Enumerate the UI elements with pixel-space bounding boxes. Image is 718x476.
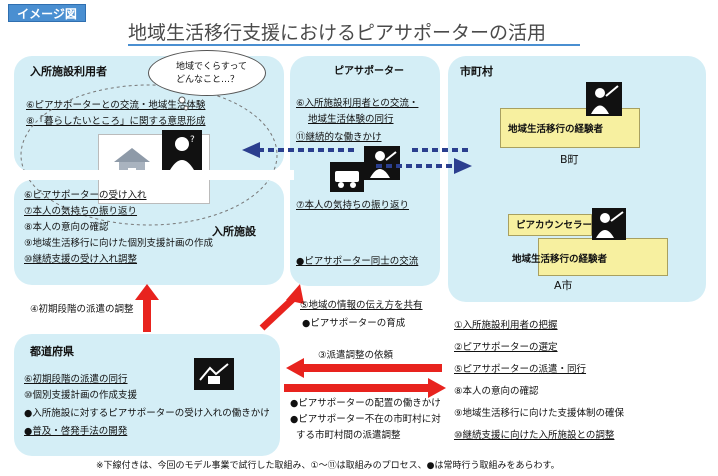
absent-label-2: する市町村間の派遣調整 <box>296 430 401 441</box>
peer-counselor-box <box>508 214 592 236</box>
municipality-item-1: ①入所施設利用者の把握 <box>454 320 558 331</box>
city-a-box-label: 地域生活移行の経験者 <box>512 254 608 265</box>
facility-item-2: ⑦本人の気持ちの振り返り <box>24 206 138 217</box>
peer-item-1: ⑥入所施設利用者との交流・ <box>296 98 419 109</box>
thought-bubble-line-2: どんなこと…？ <box>176 75 240 85</box>
municipality-item-5: ⑨地域生活移行に向けた支援体制の確保 <box>454 408 625 419</box>
peer-item-4: ⑦本人の気持ちの振り返り <box>296 200 410 211</box>
footnote: ※下線付きは、今回のモデル事業で試行した取組み、①～⑪は取組みのプロセス、●は常… <box>96 461 560 471</box>
peer-item-3: ⑪継続的な働きかけ <box>296 132 382 143</box>
prefecture-heading: 都道府県 <box>30 345 74 358</box>
prefecture-bullet-1: ●入所施設に対するピアサポーターの受け入れの働きかけ <box>24 408 270 419</box>
svg-text:?: ? <box>190 135 195 145</box>
placement-label: ●ピアサポーターの配置の働きかけ <box>290 398 441 409</box>
dispatch-request-label: ③派遣調整の依頼 <box>318 350 394 361</box>
speaker-icon <box>364 146 400 180</box>
prefecture-panel <box>14 334 280 456</box>
bubble-tail <box>178 96 189 111</box>
early-dispatch-label: ④初期段階の派遣の調整 <box>30 304 134 315</box>
city-a-box <box>538 238 668 276</box>
municipality-item-3: ⑤ピアサポーターの派遣・同行 <box>454 364 587 375</box>
presenter-icon-a <box>592 208 626 240</box>
share-info-label: ⑤地域の情報の伝え方を共有 <box>300 300 423 311</box>
town-b-box-label: 地域生活移行の経験者 <box>508 124 604 135</box>
absent-label-1: ●ピアサポーター不在の市町村に対 <box>290 414 441 425</box>
support-hands-icon <box>194 358 234 390</box>
prefecture-item-2: ⑩個別支援計画の作成支援 <box>24 390 138 401</box>
facility-item-4: ⑨地域生活移行に向けた個別支援計画の作成 <box>24 238 214 249</box>
image-tag: イメージ図 <box>8 4 86 22</box>
blue-dotted-arrows <box>242 142 472 174</box>
peer-bullet: ●ピアサポーター同士の交流 <box>296 256 419 267</box>
title-underline <box>128 44 580 46</box>
dashed-circle <box>20 84 278 226</box>
peer-item-2: 地域生活体験の同行 <box>308 114 394 125</box>
center-band <box>14 170 294 180</box>
facility-item-3: ⑧本人の意向の確認 <box>24 222 109 233</box>
city-a-label: A市 <box>554 279 573 292</box>
facility-heading: 入所施設 <box>212 225 256 238</box>
arrow-up-shaft <box>143 296 151 332</box>
peer-training-label: ●ピアサポーターの育成 <box>302 318 406 329</box>
presenter-icon-b <box>586 82 622 116</box>
facility-item-5: ⑩継続支援の受け入れ調整 <box>24 254 138 265</box>
municipality-item-2: ②ピアサポーターの選定 <box>454 342 558 353</box>
facility-user-item-2: ⑧「暮らしたいところ」に関する意思形成 <box>26 116 206 127</box>
municipality-item-4: ⑧本人の意向の確認 <box>454 386 539 397</box>
facility-user-heading: 入所施設利用者 <box>30 65 107 78</box>
peer-counselor-label: ピアカウンセラー <box>516 220 593 231</box>
municipality-heading: 市町村 <box>460 65 493 78</box>
worried-person-icon: ? <box>162 130 202 176</box>
prefecture-item-1: ⑥初期段階の派遣の同行 <box>24 374 128 385</box>
thought-bubble <box>148 50 266 96</box>
town-b-label: B町 <box>560 153 579 166</box>
facility-user-item-1: ⑥ピアサポーターとの交流・地域生活体験 <box>26 100 206 111</box>
thought-bubble-line-1: 地域でくらすって <box>176 62 248 72</box>
prefecture-bullet-2: ●普及・啓発手法の開発 <box>24 426 128 437</box>
car-icon <box>330 162 364 192</box>
page-title: 地域生活移行支援におけるピアサポーターの活用 <box>128 22 547 44</box>
municipality-item-6: ⑩継続支援に向けた入所施設との調整 <box>454 430 615 441</box>
peer-heading: ピアサポーター <box>334 66 404 77</box>
facility-item-1: ⑥ピアサポーターの受け入れ <box>24 190 147 201</box>
